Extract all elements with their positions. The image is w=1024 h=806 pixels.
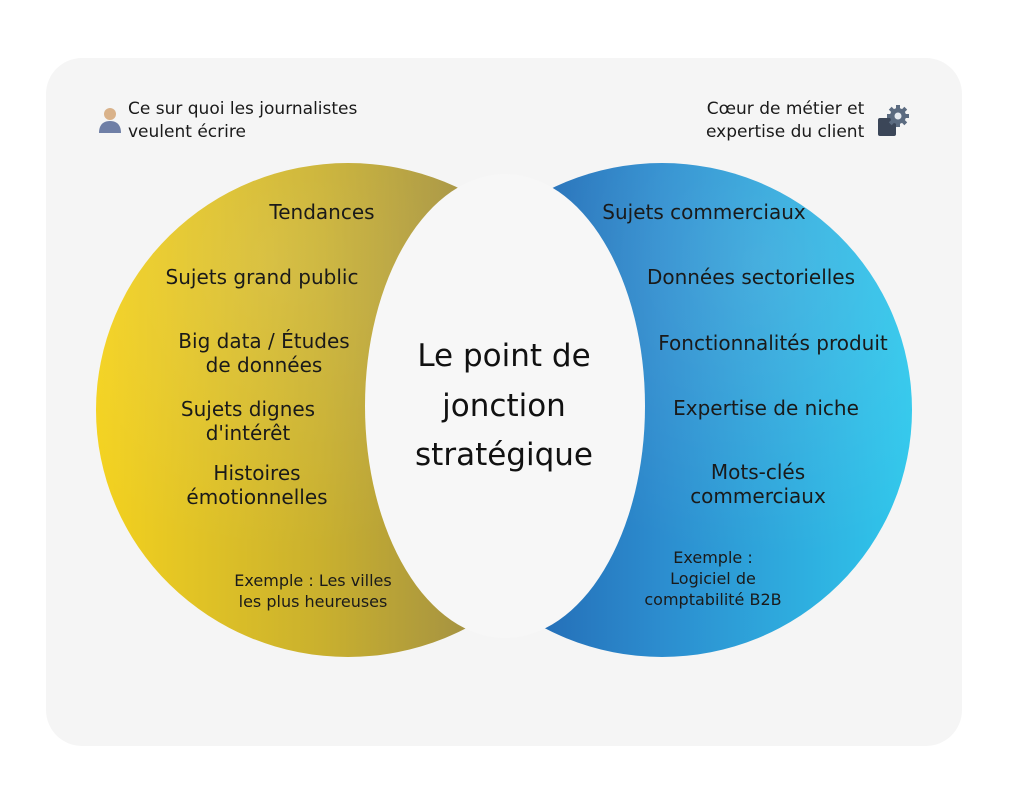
left-item-5-line-1: Histoires bbox=[213, 461, 301, 485]
right-item-expertise-niche: Expertise de niche bbox=[656, 396, 876, 420]
right-item-donnees-sectorielles: Données sectorielles bbox=[626, 265, 876, 289]
left-item-tendances: Tendances bbox=[222, 200, 422, 224]
left-item-sujets-dignes: Sujets dignes d'intérêt bbox=[146, 397, 350, 446]
left-item-3-line-2: de données bbox=[205, 353, 323, 378]
left-example-line-2: les plus heureuses bbox=[238, 591, 388, 611]
right-item-1-line-1: Sujets commerciaux bbox=[602, 200, 806, 224]
left-item-1-line-1: Tendances bbox=[269, 200, 375, 224]
right-example-line-1: Exemple : bbox=[673, 548, 753, 567]
corner-right-label: Cœur de métier et expertise du client bbox=[706, 98, 864, 144]
gear-icon bbox=[878, 105, 909, 136]
right-item-mots-cles: Mots-clés commerciaux bbox=[660, 460, 856, 509]
person-icon bbox=[99, 108, 121, 133]
center-overlap bbox=[365, 174, 645, 638]
left-item-4-line-1: Sujets dignes bbox=[180, 397, 316, 421]
center-line-2: jonction bbox=[442, 387, 566, 424]
right-item-5-line-2: commerciaux bbox=[690, 484, 826, 509]
corner-left-line-2: veulent écrire bbox=[128, 121, 246, 142]
left-item-3-line-1: Big data / Études bbox=[178, 329, 350, 353]
right-example: Exemple : Logiciel de comptabilité B2B bbox=[618, 548, 808, 610]
right-item-fonctionnalites: Fonctionnalités produit bbox=[646, 331, 900, 355]
right-item-2-line-1: Données sectorielles bbox=[646, 265, 856, 289]
left-item-5-line-2: émotionnelles bbox=[186, 485, 328, 510]
right-item-3-line-1: Fonctionnalités produit bbox=[658, 331, 888, 355]
corner-left-line-1: Ce sur quoi les journalistes bbox=[128, 99, 358, 119]
center-line-1: Le point de bbox=[417, 338, 591, 374]
corner-right-line-1: Cœur de métier et bbox=[706, 99, 865, 119]
right-example-line-2: Logiciel de bbox=[670, 568, 756, 588]
right-item-sujets-commerciaux: Sujets commerciaux bbox=[586, 200, 822, 224]
right-item-4-line-1: Expertise de niche bbox=[673, 396, 859, 420]
left-item-2-line-1: Sujets grand public bbox=[165, 265, 359, 289]
left-item-sujets-grand-public: Sujets grand public bbox=[142, 265, 382, 289]
corner-right-line-2: expertise du client bbox=[706, 121, 865, 142]
center-line-3: stratégique bbox=[415, 437, 593, 474]
left-example: Exemple : Les villes les plus heureuses bbox=[208, 571, 418, 613]
left-item-4-line-2: d'intérêt bbox=[205, 421, 291, 446]
right-example-line-3: comptabilité B2B bbox=[644, 589, 782, 609]
left-item-big-data: Big data / Études de données bbox=[142, 329, 386, 378]
corner-left-label: Ce sur quoi les journalistes veulent écr… bbox=[128, 98, 357, 144]
right-item-5-line-1: Mots-clés bbox=[710, 460, 806, 484]
center-title: Le point de jonction stratégique bbox=[372, 332, 636, 481]
left-item-histoires: Histoires émotionnelles bbox=[152, 461, 362, 510]
left-example-line-1: Exemple : Les villes bbox=[234, 571, 392, 590]
